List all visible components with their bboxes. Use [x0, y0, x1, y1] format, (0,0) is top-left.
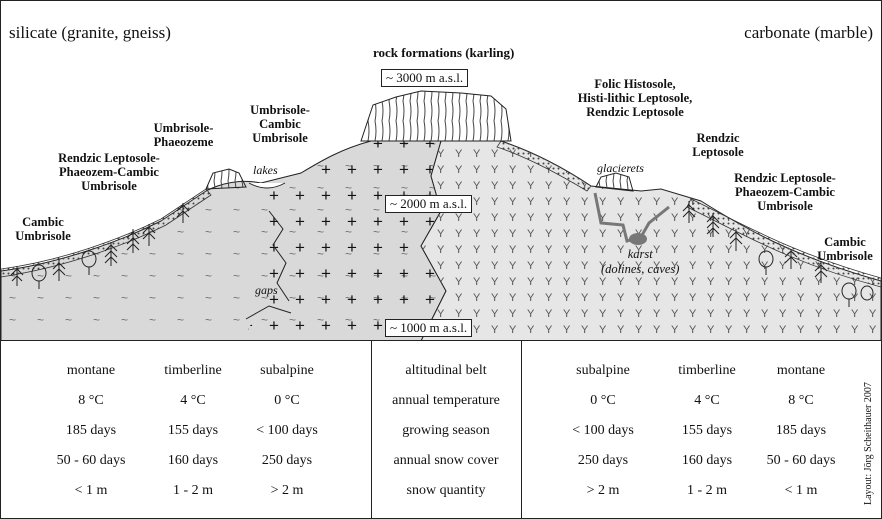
- left-col3-row1: subalpine: [260, 363, 314, 378]
- center-row4: annual snow cover: [393, 453, 499, 468]
- gaps-label: gaps: [255, 283, 278, 297]
- left-col1-row1: montane: [66, 363, 116, 378]
- right-col2-row1: timberline: [678, 363, 736, 378]
- karst-label: karst (dolines, caves): [601, 247, 680, 276]
- right-col3-row1: montane: [776, 363, 826, 378]
- table-divider-right: [521, 340, 522, 518]
- left-col3-row5: > 2 m: [270, 483, 304, 498]
- left-col3-row2: 0 °C: [274, 393, 300, 408]
- trees-left: [10, 203, 190, 289]
- lake: [248, 182, 286, 189]
- left-col3-row3: < 100 days: [256, 423, 318, 438]
- left-col1-row5: < 1 m: [74, 483, 108, 498]
- soil-band-right: [686, 198, 881, 288]
- soil-label-rendzic-leptosole: Rendzic Leptosole: [692, 131, 744, 159]
- soil-label-rendzic-right: Rendzic Leptosole- Phaeozem-Cambic Umbri…: [734, 171, 836, 213]
- left-col2-row4: 160 days: [167, 453, 219, 468]
- layout-credit: Layout: Jörg Scheithauer 2007: [863, 382, 874, 505]
- right-col1-row1: subalpine: [576, 363, 630, 378]
- table-divider-left: [371, 340, 372, 518]
- right-col3-row4: 50 - 60 days: [766, 453, 836, 468]
- karling-rock-formation: [360, 90, 512, 142]
- gap-fracture: [268, 210, 290, 302]
- table-center: altitudinal belt annual temperature grow…: [371, 341, 521, 518]
- right-col1-row5: > 2 m: [586, 483, 620, 498]
- soil-label-umbrisole-phaeozeme: Umbrisole- Phaeozeme: [153, 121, 214, 149]
- soil-band-left: [1, 188, 212, 278]
- soil-label-cambic-left: Cambic Umbrisole: [15, 215, 71, 243]
- center-row1: altitudinal belt: [405, 363, 487, 378]
- altitude-3000: ~ 3000 m a.s.l.: [381, 69, 469, 87]
- right-col2-row3: 155 days: [681, 423, 733, 438]
- karst-cave: [593, 192, 670, 243]
- right-col2-row5: 1 - 2 m: [686, 483, 728, 498]
- peak-title: rock formations (karling): [373, 45, 515, 60]
- right-col1-row4: 250 days: [577, 453, 629, 468]
- left-col2-row3: 155 days: [167, 423, 219, 438]
- right-col1-row2: 0 °C: [590, 393, 616, 408]
- altitude-2000: ~ 2000 m a.s.l.: [385, 195, 473, 213]
- right-col1-row3: < 100 days: [572, 423, 634, 438]
- table-left: montane 8 °C 185 days 50 - 60 days < 1 m…: [1, 341, 371, 518]
- left-col2-row2: 4 °C: [180, 393, 206, 408]
- left-col2-row5: 1 - 2 m: [172, 483, 214, 498]
- table-top-border: [1, 340, 881, 341]
- center-row2: annual temperature: [392, 393, 500, 408]
- lakes-label: lakes: [253, 163, 278, 177]
- soil-label-folic-histosole: Folic Histosole, Histi-lithic Leptosole,…: [577, 77, 693, 119]
- left-col3-row4: 250 days: [261, 453, 313, 468]
- silicate-title: silicate (granite, gneiss): [9, 23, 171, 42]
- trees-right: [682, 201, 874, 307]
- left-col1-row4: 50 - 60 days: [56, 453, 126, 468]
- glacierets-label: glacierets: [597, 161, 644, 175]
- right-col3-row3: 185 days: [775, 423, 827, 438]
- altitude-1000: ~ 1000 m a.s.l.: [385, 319, 473, 337]
- center-row3: growing season: [402, 423, 490, 438]
- carbonate-title: carbonate (marble): [744, 23, 873, 42]
- mountain-cross-section: + ~ Y: [1, 90, 881, 341]
- table-right: subalpine 0 °C < 100 days 250 days > 2 m…: [521, 341, 861, 518]
- right-col2-row2: 4 °C: [694, 393, 720, 408]
- soil-label-rendzic-left: Rendzic Leptosole- Phaeozem-Cambic Umbri…: [58, 151, 160, 193]
- left-col2-row1: timberline: [164, 363, 222, 378]
- right-col2-row4: 160 days: [681, 453, 733, 468]
- soil-label-umbrisole-cambic: Umbrisole- Cambic Umbrisole: [250, 103, 310, 145]
- center-row5: snow quantity: [406, 483, 486, 498]
- right-col3-row2: 8 °C: [788, 393, 814, 408]
- left-col1-row2: 8 °C: [78, 393, 104, 408]
- left-col1-row3: 185 days: [65, 423, 117, 438]
- soil-label-cambic-right: Cambic Umbrisole: [817, 235, 873, 263]
- right-col3-row5: < 1 m: [784, 483, 818, 498]
